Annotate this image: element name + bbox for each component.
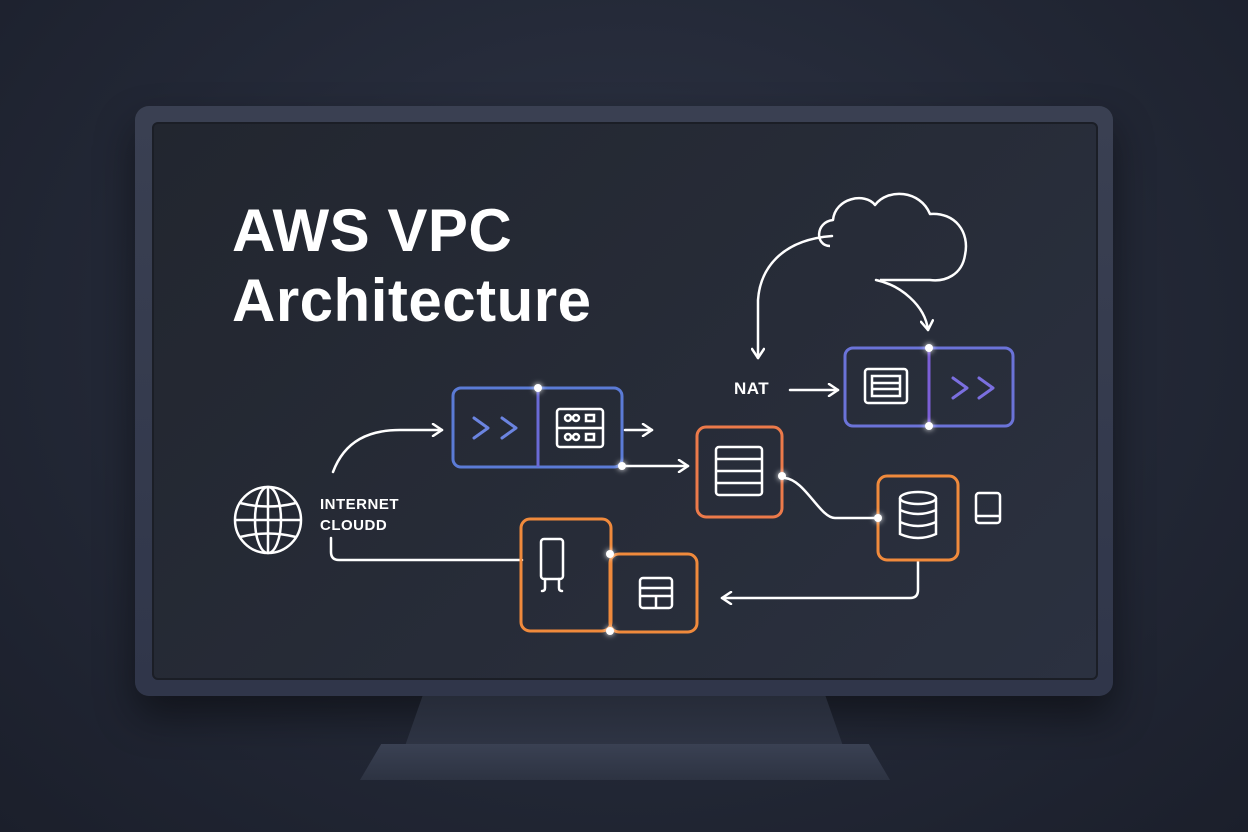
connector-cloud-to-nat [758,234,834,360]
database-box [876,474,960,562]
nat-label: NAT [734,379,770,398]
glow-dot [874,514,882,522]
globe-icon [233,485,303,555]
glow-dot [606,550,614,558]
glow-dot [925,344,933,352]
diagram-title: AWS VPC Architecture [232,196,591,336]
glow-dot [925,422,933,430]
connector-internet-to-app [329,536,524,562]
internet-label: INTERNET CLOUDD [320,496,399,534]
chevron-forward-icon [472,416,518,440]
monitor-stand-base [360,744,890,780]
connector-database-to-app [720,560,920,598]
server-rack-icon [555,407,605,449]
server-tower-icon [539,537,565,593]
tablet-icon [974,491,1002,525]
server-icon [638,576,674,610]
monitor-stand-neck [405,696,843,746]
app-box-right [608,552,699,634]
glow-dot [606,627,614,635]
internet-label-line-2: CLOUDD [320,517,388,534]
title-line-1: AWS VPC [232,197,513,264]
chevron-forward-icon [951,376,995,400]
database-group [874,474,960,562]
connector-cloud-to-nat-box [874,278,928,332]
nat-group [843,344,1015,430]
internet-label-line-1: INTERNET [320,496,399,513]
glow-dot [534,384,542,392]
glow-dot [778,472,786,480]
app-box-left [519,517,613,633]
connector-internet-to-gateway [331,430,444,474]
subnet-group [695,425,786,519]
connectors [329,234,928,598]
gateway-group [451,384,626,470]
server-icon [863,367,909,405]
title-line-2: Architecture [232,267,592,334]
cloud-icon [817,192,968,282]
database-icon [898,490,938,540]
app-group [519,517,699,635]
server-icon [714,445,764,497]
glow-dot [618,462,626,470]
connector-subnet-to-database [783,476,879,520]
